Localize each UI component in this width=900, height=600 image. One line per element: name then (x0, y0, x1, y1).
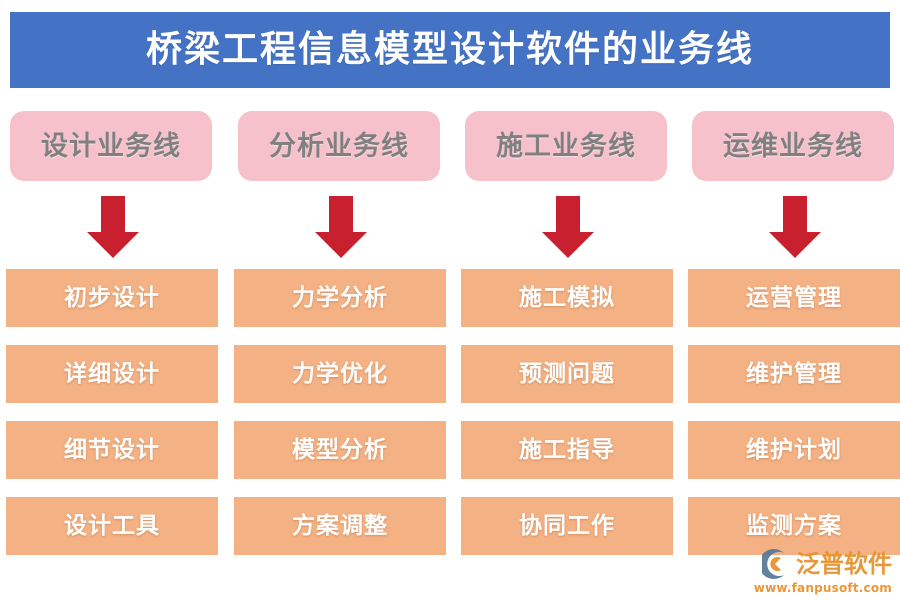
list-item[interactable]: 施工指导 (461, 421, 673, 479)
business-line-header-3[interactable]: 施工业务线 (465, 111, 667, 181)
watermark: 泛普软件 www.fanpusoft.com (742, 546, 892, 594)
list-item[interactable]: 监测方案 (688, 497, 900, 555)
business-line-columns: 设计业务线 初步设计 详细设计 细节设计 设计工具 (0, 100, 900, 600)
item-label: 设计工具 (64, 512, 160, 539)
item-label: 维护计划 (746, 436, 842, 463)
business-line-header-label: 施工业务线 (496, 130, 636, 162)
down-arrow-icon (769, 196, 821, 258)
item-label: 力学分析 (292, 284, 388, 311)
list-item[interactable]: 模型分析 (234, 421, 446, 479)
item-label: 预测问题 (519, 360, 615, 387)
item-label: 运营管理 (746, 284, 842, 311)
item-label: 模型分析 (292, 436, 388, 463)
business-line-header-2[interactable]: 分析业务线 (238, 111, 440, 181)
item-label: 协同工作 (519, 512, 615, 539)
title-banner: 桥梁工程信息模型设计软件的业务线 (10, 12, 890, 88)
item-label: 方案调整 (292, 512, 388, 539)
item-label: 维护管理 (746, 360, 842, 387)
list-item[interactable]: 协同工作 (461, 497, 673, 555)
business-line-header-label: 设计业务线 (41, 130, 181, 162)
watermark-brand-row: 泛普软件 (758, 549, 892, 579)
business-line-header-4[interactable]: 运维业务线 (692, 111, 894, 181)
down-arrow-icon (87, 196, 139, 258)
list-item[interactable]: 方案调整 (234, 497, 446, 555)
business-line-header-label: 分析业务线 (269, 130, 409, 162)
list-item[interactable]: 设计工具 (6, 497, 218, 555)
list-item[interactable]: 初步设计 (6, 269, 218, 327)
fanpu-logo-icon (758, 549, 792, 579)
item-label: 力学优化 (292, 360, 388, 387)
list-item[interactable]: 详细设计 (6, 345, 218, 403)
page-title: 桥梁工程信息模型设计软件的业务线 (145, 29, 754, 70)
item-label: 施工模拟 (519, 284, 615, 311)
item-label: 详细设计 (64, 360, 160, 387)
list-item[interactable]: 力学分析 (234, 269, 446, 327)
watermark-url: www.fanpusoft.com (753, 581, 892, 595)
business-line-items-3: 施工模拟 预测问题 施工指导 协同工作 (461, 269, 673, 573)
list-item[interactable]: 维护管理 (688, 345, 900, 403)
business-line-header-label: 运维业务线 (723, 130, 863, 162)
item-label: 施工指导 (519, 436, 615, 463)
business-line-items-2: 力学分析 力学优化 模型分析 方案调整 (234, 269, 446, 573)
list-item[interactable]: 预测问题 (461, 345, 673, 403)
list-item[interactable]: 维护计划 (688, 421, 900, 479)
down-arrow-icon (542, 196, 594, 258)
item-label: 初步设计 (64, 284, 160, 311)
list-item[interactable]: 施工模拟 (461, 269, 673, 327)
item-label: 细节设计 (64, 436, 160, 463)
item-label: 监测方案 (746, 512, 842, 539)
business-line-items-4: 运营管理 维护管理 维护计划 监测方案 (688, 269, 900, 573)
list-item[interactable]: 细节设计 (6, 421, 218, 479)
list-item[interactable]: 运营管理 (688, 269, 900, 327)
list-item[interactable]: 力学优化 (234, 345, 446, 403)
down-arrow-icon (315, 196, 367, 258)
business-line-header-1[interactable]: 设计业务线 (10, 111, 212, 181)
watermark-brand: 泛普软件 (796, 550, 892, 578)
business-line-items-1: 初步设计 详细设计 细节设计 设计工具 (6, 269, 218, 573)
